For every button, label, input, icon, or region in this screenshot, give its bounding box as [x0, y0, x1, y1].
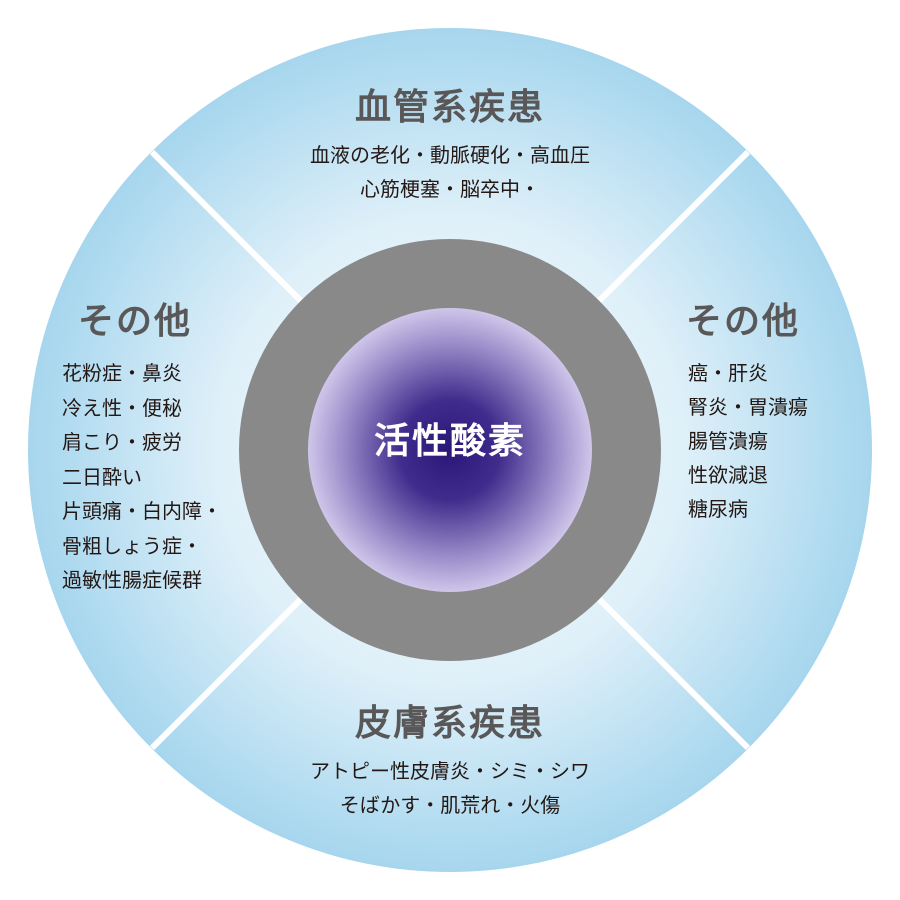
left-line: 冷え性・便秘 — [62, 395, 182, 420]
right-text: 癌・肝炎 腎炎・胃潰瘍 腸管潰瘍 性欲減退 糖尿病 — [688, 356, 808, 526]
right-line: 腸管潰瘍 — [688, 429, 768, 453]
bottom-title: 皮膚系疾患 — [354, 703, 545, 744]
right-line: 癌・肝炎 — [688, 361, 768, 385]
left-line: 骨粗しょう症・ — [62, 533, 202, 558]
left-text: 花粉症・鼻炎 冷え性・便秘 肩こり・疲労 二日酔い 片頭痛・白内障・ 骨粗しょう… — [62, 356, 222, 598]
right-title: その他 — [686, 301, 801, 342]
top-text: 血液の老化・動脈硬化・高血圧 心筋梗塞・脳卒中・ — [0, 138, 900, 206]
left-title: その他 — [78, 301, 193, 342]
bottom-text: アトピー性皮膚炎・シミ・シワ そばかす・肌荒れ・火傷 — [0, 754, 900, 822]
right-line: 性欲減退 — [688, 463, 768, 487]
top-line: 血液の老化・動脈硬化・高血圧 — [310, 143, 590, 167]
bottom-line: アトピー性皮膚炎・シミ・シワ — [310, 759, 590, 783]
center-label: 活性酸素 — [373, 421, 526, 462]
left-line: 片頭痛・白内障・ — [62, 499, 222, 523]
bottom-line: そばかす・肌荒れ・火傷 — [339, 793, 561, 817]
left-line: 花粉症・鼻炎 — [62, 361, 182, 385]
top-title: 血管系疾患 — [354, 87, 545, 128]
left-line: 肩こり・疲労 — [62, 430, 182, 454]
core-circle — [308, 308, 592, 592]
left-line: 二日酔い — [62, 464, 142, 489]
left-line: 過敏性腸症候群 — [62, 568, 202, 592]
right-line: 糖尿病 — [688, 497, 748, 521]
right-line: 腎炎・胃潰瘍 — [688, 395, 808, 419]
top-line: 心筋梗塞・脳卒中・ — [360, 177, 540, 201]
